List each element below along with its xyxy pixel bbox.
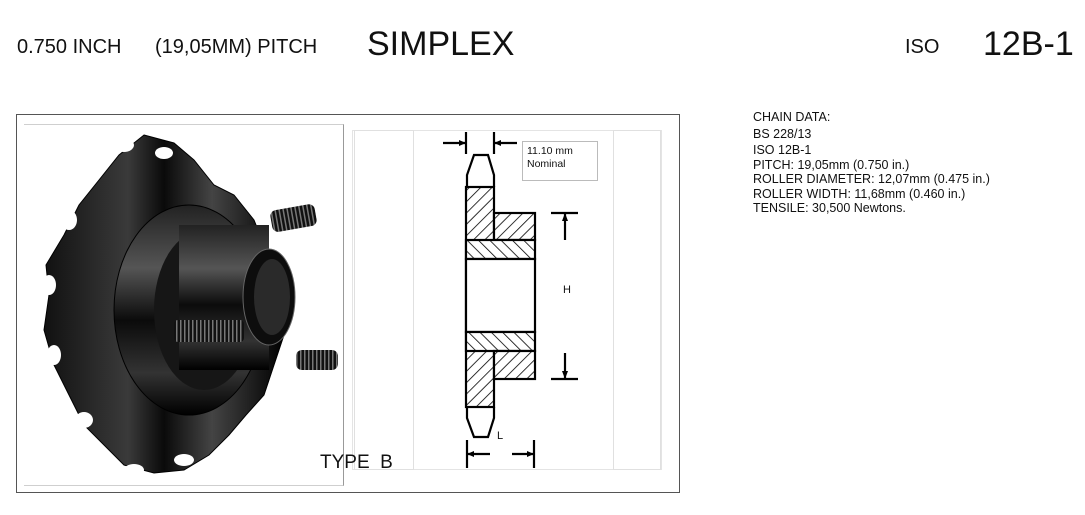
sprocket-type-label: TYPE B bbox=[320, 452, 393, 473]
drawing-margin-right bbox=[613, 130, 661, 470]
sprocket-image-panel bbox=[24, 124, 344, 486]
chain-data-block: CHAIN DATA: BS 228/13 ISO 12B-1 PITCH: 1… bbox=[753, 110, 990, 216]
technical-drawing-panel bbox=[352, 130, 662, 470]
pitch-mm-label: (19,05MM) PITCH bbox=[155, 36, 318, 58]
chain-data-tensile: TENSILE: 30,500 Newtons. bbox=[753, 201, 906, 215]
width-dimension-value: 11.10 mm bbox=[527, 145, 573, 157]
chain-data-bs: BS 228/13 bbox=[753, 126, 812, 141]
chain-type-title: SIMPLEX bbox=[367, 25, 515, 63]
width-dimension-callout: 11.10 mm Nominal bbox=[522, 141, 598, 181]
standard-label: ISO bbox=[905, 36, 940, 58]
chain-data-roller-width: ROLLER WIDTH: 11,68mm (0.460 in.) bbox=[753, 186, 966, 201]
chain-data-roller-diameter: ROLLER DIAMETER: 12,07mm (0.475 in.) bbox=[753, 172, 990, 186]
height-dimension-label: H bbox=[563, 284, 571, 296]
length-dimension-label: L bbox=[497, 430, 504, 442]
drawing-margin-left bbox=[354, 130, 414, 470]
width-dimension-note: Nominal bbox=[527, 158, 566, 170]
chain-data-iso: ISO 12B-1 bbox=[753, 143, 812, 157]
standard-code: 12B-1 bbox=[983, 25, 1074, 63]
sprocket-illustration-icon bbox=[42, 134, 338, 476]
sprocket-cross-section-icon bbox=[443, 132, 578, 468]
pitch-inch-label: 0.750 INCH bbox=[17, 36, 122, 58]
chain-data-title: CHAIN DATA: bbox=[753, 110, 831, 124]
product-frame bbox=[16, 114, 680, 493]
chain-data-pitch: PITCH: 19,05mm (0.750 in.) bbox=[753, 157, 910, 172]
